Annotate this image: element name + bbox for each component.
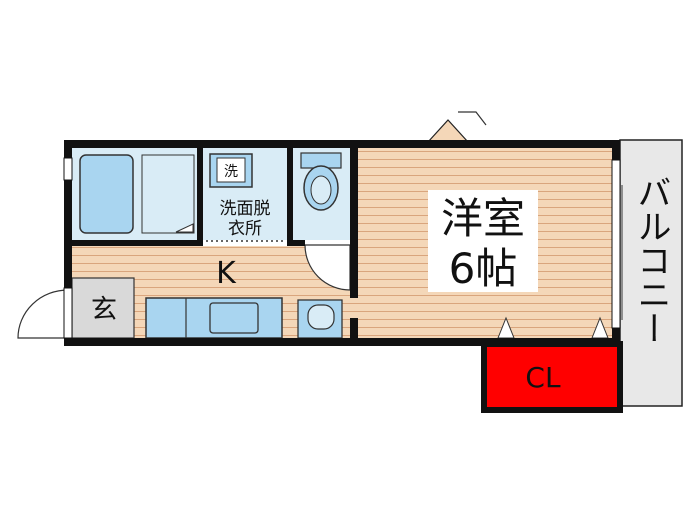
washer-label: 洗 (224, 164, 238, 180)
toilet-door-swing (304, 244, 351, 291)
closet-label: CL (525, 361, 561, 394)
kitchen-label: K (216, 256, 237, 291)
western-room-size: 6帖 (449, 244, 518, 293)
washroom: 洗 洗面脱 衣所 (203, 148, 287, 242)
washroom-label-line2: 衣所 (228, 219, 262, 239)
window-right (611, 159, 621, 329)
western-room-label-box: 洋室 6帖 (428, 190, 538, 293)
entrance-label: 玄 (91, 295, 117, 325)
entrance-opening (63, 287, 73, 339)
toilet-room (293, 148, 350, 240)
bathtub-icon (79, 154, 134, 234)
balcony: バルコニー (619, 139, 683, 407)
window-marker (426, 111, 487, 143)
closet: CL (481, 341, 623, 413)
fridge-icon (307, 304, 335, 330)
bathroom (72, 148, 197, 240)
sink-icon (209, 302, 259, 334)
kitchen-counter (145, 297, 343, 339)
western-room-name: 洋室 (441, 194, 525, 243)
entrance-door-swing (17, 289, 69, 339)
entrance: 玄 (17, 277, 135, 339)
washroom-label-line1: 洗面脱 (220, 199, 271, 219)
window-left (63, 157, 73, 181)
balcony-label: バルコニー (631, 175, 671, 345)
